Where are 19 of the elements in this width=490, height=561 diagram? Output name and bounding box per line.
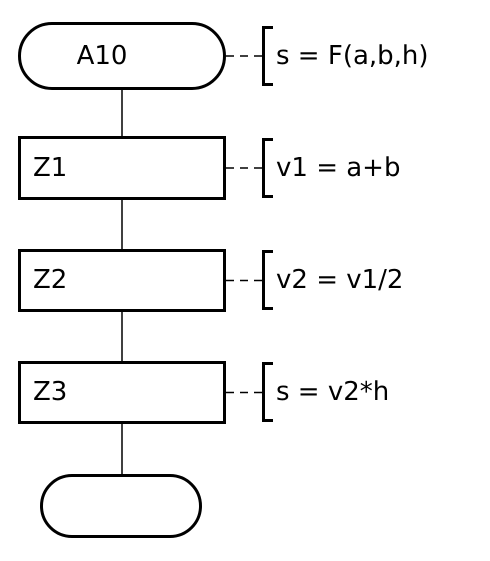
connector-line <box>121 200 123 249</box>
formula-text: v1 = a+b <box>276 152 400 184</box>
step-label: A10 <box>76 40 128 72</box>
connector-line <box>121 424 123 474</box>
step-label: Z2 <box>33 264 68 297</box>
process-box <box>18 361 226 424</box>
formula-text: v2 = v1/2 <box>276 264 404 296</box>
dashed-connector <box>226 55 262 57</box>
step-label: Z1 <box>33 152 68 184</box>
dashed-connector <box>226 392 262 394</box>
dashed-connector <box>226 167 262 169</box>
step-label: Z3 <box>33 376 68 409</box>
process-box <box>18 249 226 312</box>
process-box <box>18 136 226 200</box>
dashed-connector <box>226 280 262 282</box>
connector-line <box>121 312 123 361</box>
connector-line <box>121 90 123 136</box>
formula-text: s = F(a,b,h) <box>276 40 429 72</box>
formula-text: s = v2*h <box>276 376 390 408</box>
